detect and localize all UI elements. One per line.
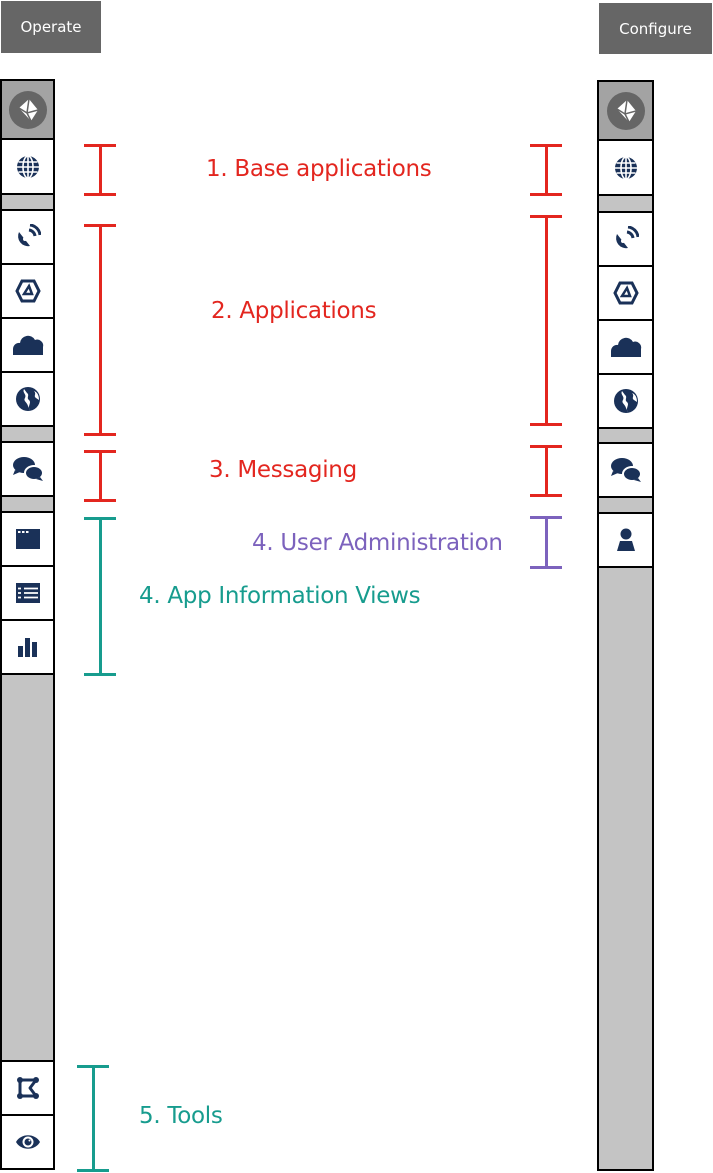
sidebar-item-hexagon[interactable]: [2, 265, 53, 319]
sidebar-item-globe[interactable]: [599, 141, 652, 196]
satellite-dish-icon: [615, 226, 639, 249]
globe-icon: [16, 154, 39, 179]
chat-bubbles-icon: [610, 458, 642, 482]
logo-icon: [606, 91, 645, 130]
window-icon: [15, 529, 40, 549]
bracket-applications-right: [530, 215, 562, 426]
sidebar-item-globe[interactable]: [2, 140, 53, 195]
bracket-base-applications-right: [530, 144, 562, 196]
sidebar-item-cloud[interactable]: [2, 319, 53, 373]
bracket-app-information-views: [84, 517, 116, 676]
configure-sidebar: [597, 80, 654, 1171]
satellite-dish-icon: [17, 224, 41, 247]
eye-icon: [15, 1135, 40, 1149]
sidebar-item-messaging[interactable]: [2, 441, 53, 497]
sidebar-item-bar-chart[interactable]: [2, 621, 53, 675]
hexagon-app-icon: [14, 279, 41, 303]
globe-icon: [614, 155, 637, 180]
operate-sidebar: [0, 79, 55, 1170]
earth-icon: [15, 387, 40, 411]
sidebar-item-messaging[interactable]: [599, 442, 652, 498]
label-user-administration: 4. User Administration: [252, 530, 503, 556]
bracket-messaging-left: [84, 450, 116, 502]
label-applications: 2. Applications: [211, 298, 377, 324]
bar-chart-icon: [17, 638, 37, 657]
operate-button[interactable]: Operate: [1, 1, 101, 53]
sidebar-item-earth[interactable]: [599, 375, 652, 429]
earth-icon: [613, 389, 638, 413]
bracket-base-applications-left: [84, 144, 116, 196]
bracket-tools: [77, 1065, 109, 1172]
sidebar-item-logo[interactable]: [599, 82, 652, 141]
sidebar-item-list[interactable]: [2, 567, 53, 621]
label-app-information-views: 4. App Information Views: [139, 583, 421, 609]
hexagon-app-icon: [612, 281, 639, 305]
label-messaging: 3. Messaging: [209, 457, 357, 483]
sidebar-item-hexagon[interactable]: [599, 267, 652, 321]
label-base-applications: 1. Base applications: [206, 156, 432, 182]
sidebar-item-satellite[interactable]: [2, 209, 53, 265]
sidebar-item-user-administration[interactable]: [599, 512, 652, 568]
sidebar-item-window[interactable]: [2, 511, 53, 567]
chat-bubbles-icon: [12, 457, 44, 481]
label-tools: 5. Tools: [139, 1103, 223, 1129]
sidebar-item-cloud[interactable]: [599, 321, 652, 375]
sidebar-item-eye[interactable]: [2, 1116, 53, 1168]
cloud-icon: [610, 337, 641, 357]
bracket-applications-left: [84, 224, 116, 436]
sidebar-item-satellite[interactable]: [599, 211, 652, 267]
configure-button[interactable]: Configure: [599, 3, 712, 54]
cloud-icon: [12, 335, 43, 355]
list-icon: [15, 583, 40, 603]
polygon-tool-icon: [16, 1077, 39, 1099]
bracket-user-administration: [530, 516, 562, 569]
sidebar-item-earth[interactable]: [2, 373, 53, 427]
sidebar-item-logo[interactable]: [2, 81, 53, 140]
bracket-messaging-right: [530, 445, 562, 497]
logo-icon: [8, 90, 47, 129]
sidebar-item-polygon-tool[interactable]: [2, 1060, 53, 1116]
user-icon: [616, 528, 635, 551]
